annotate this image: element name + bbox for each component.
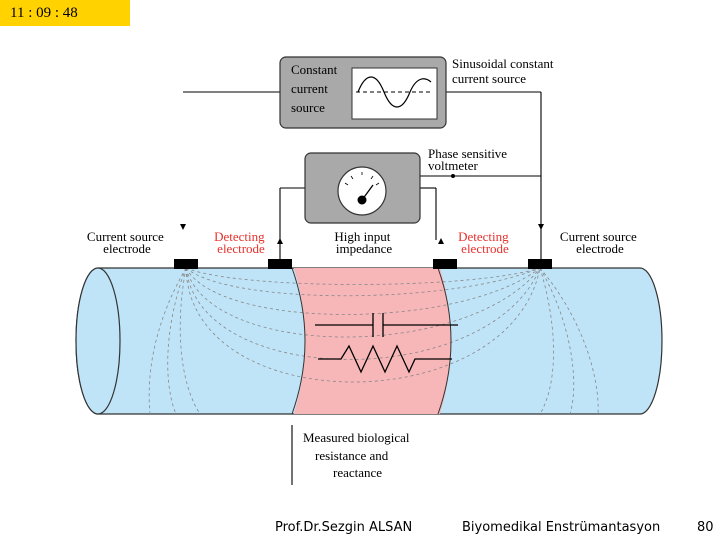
measured-label: Measured biological resistance and react… [303, 430, 413, 480]
source-box-label: Constant current source [291, 62, 340, 115]
waveform-display [351, 67, 438, 120]
countdown-timer: 11 : 09 : 48 [0, 0, 130, 26]
wires [183, 91, 542, 485]
detecting-electrode-right-label: Detecting electrode [458, 229, 512, 256]
footer-author: Prof.Dr.Sezgin ALSAN [275, 520, 413, 535]
current-source-electrode-left [174, 259, 198, 269]
page-number: 80 [697, 520, 714, 535]
detecting-electrode-left [268, 259, 292, 269]
measured-region [292, 268, 451, 414]
current-electrode-left-label: Current source electrode [87, 229, 167, 256]
voltmeter-box [304, 152, 421, 224]
cylinder-end [75, 267, 121, 415]
electrodes [174, 259, 552, 269]
voltmeter-label: Phase sensitive voltmeter [428, 146, 510, 173]
detecting-electrode-right [433, 259, 457, 269]
current-source-box [279, 56, 447, 129]
impedance-label: High input impedance [334, 229, 393, 256]
arrow-icons [180, 224, 544, 244]
current-source-electrode-right [528, 259, 552, 269]
resistor-icon [318, 344, 452, 374]
footer-course: Biyomedikal Enstrümantasyon [462, 520, 661, 535]
capacitor-icon [315, 313, 458, 337]
tissue-cylinder [75, 267, 663, 415]
tissue-equivalent-circuit [315, 313, 458, 374]
meter-dial-icon [337, 166, 387, 216]
sine-wave-icon [357, 76, 432, 108]
current-electrode-right-label: Current source electrode [560, 229, 640, 256]
sinusoidal-source-label: Sinusoidal constant current source [452, 56, 557, 86]
bioimpedance-diagram: Constant current source Sinusoidal const… [66, 52, 663, 490]
current-lines [148, 268, 599, 414]
detecting-electrode-left-label: Detecting electrode [214, 229, 268, 256]
